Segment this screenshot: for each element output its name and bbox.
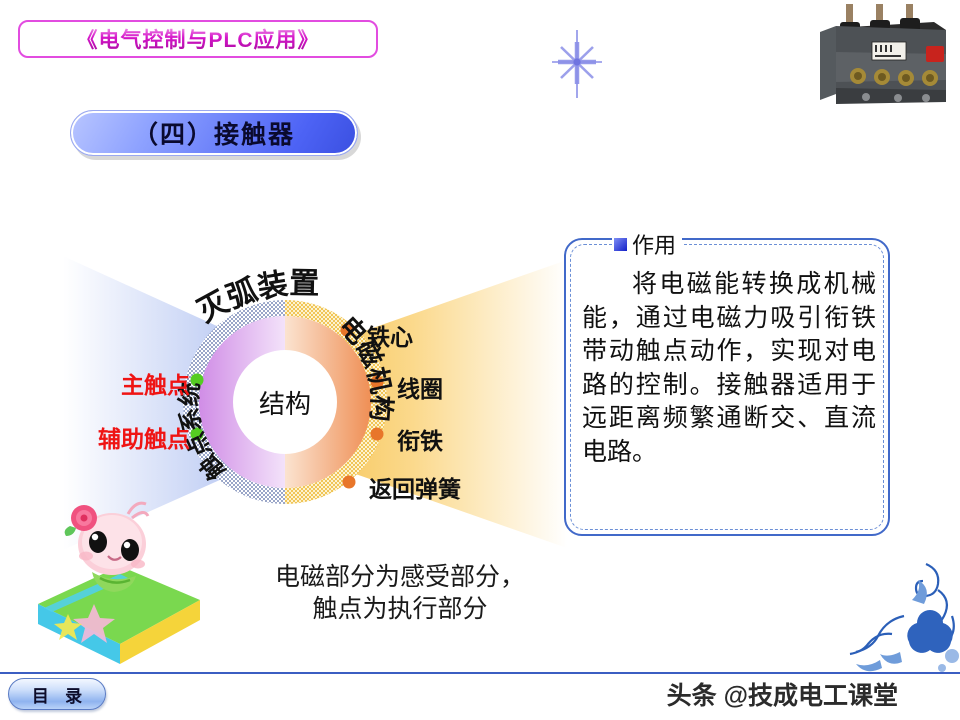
blue-floral-corner-icon — [834, 556, 960, 688]
watermark-text: 头条 @技成电工课堂 — [666, 682, 898, 710]
sparkle-star-icon — [548, 28, 606, 100]
section-title-pill: （四）接触器 — [70, 110, 358, 156]
info-panel-inner-border — [570, 244, 884, 530]
course-title-text: 《电气控制与PLC应用》 — [77, 24, 320, 54]
right-item-bullet — [370, 427, 384, 441]
diagram-caption: 电磁部分为感受部分， 触点为执行部分 — [210, 562, 590, 626]
left-item-label-1: 辅助触点 — [98, 427, 190, 452]
footer-divider — [0, 672, 960, 674]
left-item-label-0: 主触点 — [121, 373, 190, 398]
diagram-center-label: 结构 — [259, 390, 311, 419]
left-item-bullet — [190, 373, 204, 387]
right-item-label-0: 铁心 — [367, 325, 413, 350]
diagram-caption-line-1: 电磁部分为感受部分， — [274, 564, 525, 591]
info-panel-body: 将电磁能转换成机械能，通过电磁力吸引衔铁带动触点动作，实现对电路的控制。接触器适… — [582, 271, 876, 466]
right-item-bullet — [370, 375, 384, 389]
left-item-bullet — [190, 427, 204, 441]
structure-diagram-graphic: 触点系统 电磁机构 灭弧装置 结构 — [63, 256, 567, 550]
right-item-bullet — [342, 475, 356, 489]
info-panel-heading: 作用 — [612, 228, 683, 260]
thermal-overload-relay-photo — [814, 2, 954, 110]
book-mascot-decoration — [28, 492, 208, 672]
contents-button-label: 目 录 — [31, 686, 89, 706]
section-title-text: （四）接触器 — [132, 122, 295, 149]
diagram-caption-line-2: 触点为执行部分 — [312, 596, 488, 623]
course-title-box: 《电气控制与PLC应用》 — [18, 20, 378, 58]
contents-button[interactable]: 目 录 — [8, 678, 106, 710]
right-item-bullet — [340, 323, 354, 337]
structure-diagram: 触点系统 电磁机构 灭弧装置 结构 主触点 辅助触点 铁心 线圈 衔铁 返回弹簧 — [55, 238, 575, 568]
info-panel-heading-text: 作用 — [632, 233, 677, 258]
right-item-label-3: 返回弹簧 — [369, 477, 461, 502]
info-panel — [564, 238, 890, 536]
right-item-label-2: 衔铁 — [397, 429, 443, 454]
right-item-label-1: 线圈 — [397, 377, 443, 402]
blue-square-bullet-icon — [614, 237, 627, 251]
